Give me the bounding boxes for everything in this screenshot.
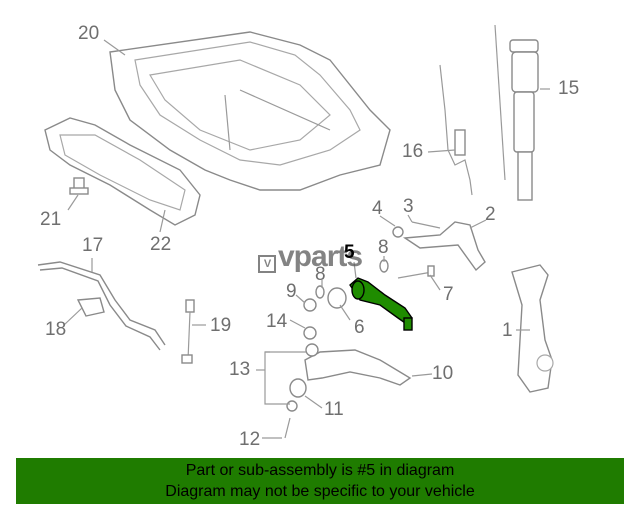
part-1-steering-knuckle [511, 264, 554, 393]
callout-18: 18 [45, 319, 67, 340]
callout-12: 12 [239, 429, 261, 450]
part-15-air-strut [494, 24, 539, 201]
part-7-bolt [397, 265, 435, 279]
part-14-nut [303, 326, 317, 340]
part-2-upper-control-arm [402, 221, 486, 272]
part-3-bolt [411, 221, 441, 229]
callout-4: 4 [372, 198, 383, 219]
part-10-lower-control-arm [304, 343, 412, 386]
callout-2: 2 [485, 204, 496, 225]
callout-9: 9 [286, 281, 297, 302]
callout-19: 19 [210, 315, 232, 336]
banner-line-2: Diagram may not be specific to your vehi… [165, 483, 475, 500]
part-16-sensor-link [439, 64, 473, 196]
callout-16: 16 [402, 141, 424, 162]
callout-8-lower: 8 [315, 264, 326, 285]
info-banner: Part or sub-assembly is #5 in diagram Di… [16, 458, 624, 504]
watermark-text: vparts [278, 240, 363, 273]
leader-lines [63, 39, 550, 439]
callout-15: 15 [558, 78, 580, 99]
part-11-bushing [286, 378, 307, 412]
part-5-control-arm-highlighted[interactable] [349, 277, 413, 331]
callout-1: 1 [502, 320, 513, 341]
callout-6: 6 [354, 317, 365, 338]
part-9-nut [303, 298, 317, 312]
callout-11: 11 [324, 399, 344, 420]
vparts-logo-icon: V [258, 255, 276, 273]
callout-13: 13 [229, 359, 251, 380]
banner-line-1: Part or sub-assembly is #5 in diagram [185, 462, 455, 479]
parts-diagram [37, 24, 554, 439]
callout-22: 22 [150, 234, 172, 255]
part-12-bolt [284, 417, 291, 439]
callout-7: 7 [443, 284, 454, 305]
callout-14: 14 [266, 311, 288, 332]
part-21-bolt [69, 177, 89, 195]
part-6-bushing [327, 287, 347, 309]
part-20-subframe [109, 31, 391, 191]
callout-17: 17 [82, 235, 104, 256]
callout-3: 3 [403, 196, 414, 217]
part-19-stabilizer-link [181, 299, 195, 364]
callout-8-upper: 8 [378, 237, 389, 258]
part-4-nut [392, 226, 404, 238]
part-22-crossmember [44, 117, 201, 226]
callout-10: 10 [432, 363, 454, 384]
callout-5-highlighted[interactable]: 5 [344, 242, 355, 263]
callout-20: 20 [78, 23, 100, 44]
part-18-bushing-bracket [76, 297, 105, 317]
callout-21: 21 [40, 209, 62, 230]
